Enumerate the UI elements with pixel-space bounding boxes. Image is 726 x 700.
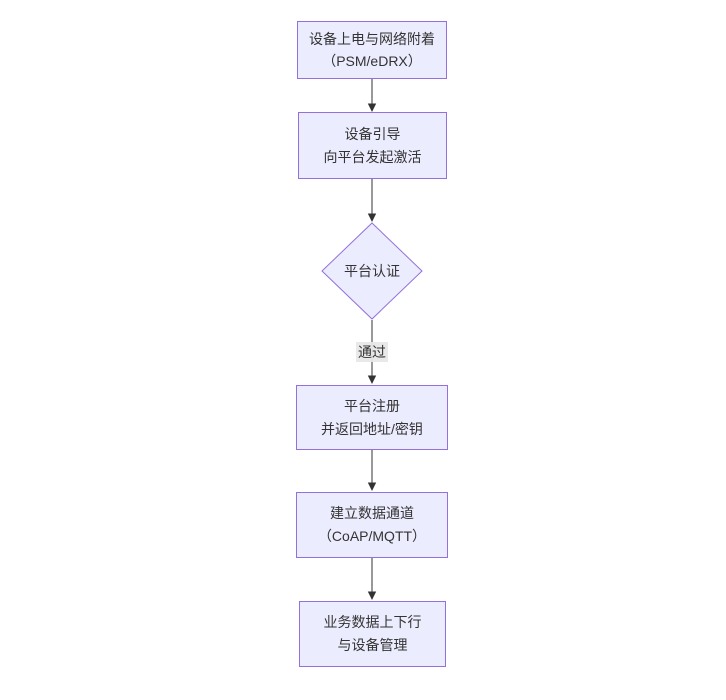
node-text-line: （CoAP/MQTT）: [317, 528, 427, 544]
node-data-channel: 建立数据通道 （CoAP/MQTT）: [296, 492, 448, 558]
node-text-line: 并返回地址/密钥: [321, 420, 423, 437]
node-text-line: 设备引导: [344, 125, 401, 142]
node-power-on-attach: 设备上电与网络附着 （PSM/eDRX）: [297, 21, 447, 79]
node-text-line: 建立数据通道: [330, 505, 414, 521]
node-platform-auth: 平台认证: [321, 222, 423, 320]
node-business-data-mgmt: 业务数据上下行 与设备管理: [299, 601, 446, 667]
node-text-line: 与设备管理: [337, 637, 408, 653]
arrow-bootstrap-to-auth: [367, 179, 377, 222]
node-text-line: 向平台发起激活: [323, 148, 422, 165]
arrow-power-to-bootstrap: [367, 79, 377, 112]
node-text-line: 平台认证: [344, 263, 400, 279]
arrow-channel-to-business: [367, 558, 377, 600]
arrow-register-to-channel: [367, 450, 377, 491]
node-text-line: （PSM/eDRX）: [322, 53, 422, 69]
edge-label-pass: 通过: [356, 342, 388, 362]
node-text-line: 平台注册: [344, 397, 400, 414]
node-platform-register: 平台注册 并返回地址/密钥: [296, 385, 448, 450]
diamond-shape: [321, 222, 423, 320]
node-text-line: 业务数据上下行: [323, 614, 422, 630]
node-bootstrap-activate: 设备引导 向平台发起激活: [298, 112, 447, 179]
node-text-line: 设备上电与网络附着: [309, 31, 435, 47]
